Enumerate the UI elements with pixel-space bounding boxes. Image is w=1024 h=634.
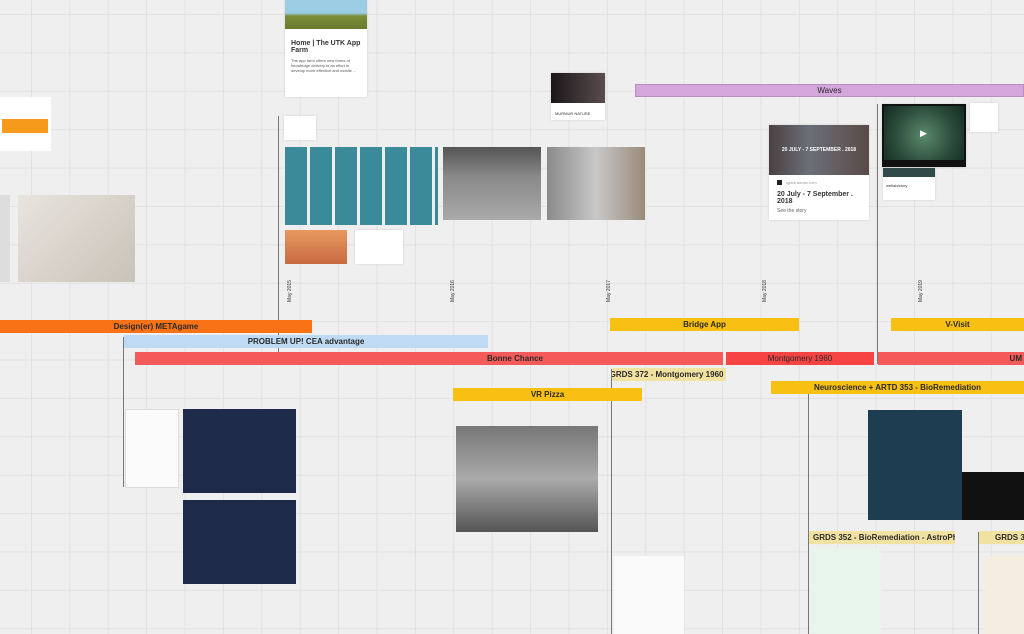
- video-thumbnail: [884, 106, 964, 160]
- course-bar-grds352[interactable]: GRDS 352 - BioRemediation - AstroPhysics: [809, 531, 955, 544]
- card-title: 20 July - 7 September . 2018: [777, 191, 853, 205]
- note-card[interactable]: [970, 103, 998, 132]
- link-card-wetlab[interactable]: wetlab/story: [883, 168, 935, 200]
- card-image: [551, 73, 605, 103]
- image-cards-dark[interactable]: [183, 409, 296, 493]
- image-vr-pizza[interactable]: [456, 426, 598, 532]
- card-link[interactable]: See the story: [777, 208, 807, 214]
- link-card-murmur[interactable]: MURMUR NATURE: [551, 73, 605, 120]
- project-bar-v-visit[interactable]: V-Visit: [891, 318, 1024, 331]
- card-image: 20 JULY - 7 SEPTEMBER . 2018: [769, 125, 869, 175]
- image-game-table[interactable]: [18, 195, 135, 282]
- year-label: May 2018: [762, 280, 768, 302]
- image-poster[interactable]: [868, 410, 962, 520]
- image-partial[interactable]: [0, 195, 10, 282]
- image-document[interactable]: [125, 409, 179, 488]
- link-card-adobe-spark[interactable]: 20 JULY - 7 SEPTEMBER . 2018 spark.adobe…: [769, 125, 869, 220]
- project-bar-waves[interactable]: Waves: [635, 84, 1024, 97]
- card-title: wetlab/story: [886, 183, 908, 188]
- project-bar-neuroscience[interactable]: Neuroscience + ARTD 353 - BioRemediation: [771, 381, 1024, 394]
- project-bar-bonne-chance[interactable]: Bonne Chance: [135, 352, 723, 365]
- card-title: Home | The UTK App Farm: [291, 40, 361, 54]
- adobe-icon: [777, 180, 782, 185]
- timeline-marker: [278, 116, 279, 360]
- card-title: MURMUR NATURE: [555, 111, 591, 116]
- image-cards-dark-2[interactable]: [183, 500, 296, 584]
- project-bar-bridge-app[interactable]: Bridge App: [610, 318, 799, 331]
- card-source: spark.adobe.com: [786, 180, 817, 185]
- image-orange-blocks[interactable]: [0, 97, 51, 151]
- image-dark-collage[interactable]: [962, 472, 1024, 520]
- year-label: May 2019: [918, 280, 924, 302]
- link-card-app-farm[interactable]: Home | The UTK App Farm The app farm off…: [285, 0, 367, 97]
- play-icon[interactable]: ▶: [920, 128, 927, 138]
- image-wall-board[interactable]: [443, 147, 541, 220]
- year-label: May 2015: [287, 280, 293, 302]
- project-bar-montgomery[interactable]: Montgomery 1960: [726, 352, 874, 365]
- project-bar-metagame[interactable]: Design(er) METAgame: [0, 320, 312, 333]
- image-illustration[interactable]: [285, 230, 347, 264]
- project-bar-vr-pizza[interactable]: VR Pizza: [453, 388, 642, 401]
- card-description: The app farm offers new forms of knowled…: [291, 58, 357, 73]
- card-image: [883, 168, 935, 177]
- timeline-marker: [877, 104, 878, 364]
- video-embed[interactable]: ▶: [882, 104, 966, 167]
- card-image: [285, 0, 367, 29]
- image-workshop[interactable]: [547, 147, 645, 220]
- year-label: May 2017: [606, 280, 612, 302]
- project-bar-problem-up[interactable]: PROBLEM UP! CEA advantage: [124, 335, 488, 348]
- timeline-marker: [123, 337, 124, 487]
- note-card[interactable]: [284, 116, 316, 140]
- timeline-marker: [808, 392, 809, 634]
- note-card[interactable]: [355, 230, 403, 264]
- image-flyer[interactable]: [811, 548, 881, 634]
- timeline-marker: [978, 532, 979, 634]
- year-label: May 2016: [450, 280, 456, 302]
- course-bar-grds372[interactable]: GRDS 372 - Montgomery 1960 -: [612, 368, 726, 381]
- course-bar-grds35[interactable]: GRDS 35: [979, 531, 1024, 544]
- image-document-2[interactable]: [614, 556, 684, 634]
- image-flyer-2[interactable]: [985, 556, 1024, 634]
- image-storyboard-grid[interactable]: [285, 147, 438, 225]
- timeline-marker: [611, 369, 612, 634]
- project-bar-um[interactable]: UM: [878, 352, 1024, 365]
